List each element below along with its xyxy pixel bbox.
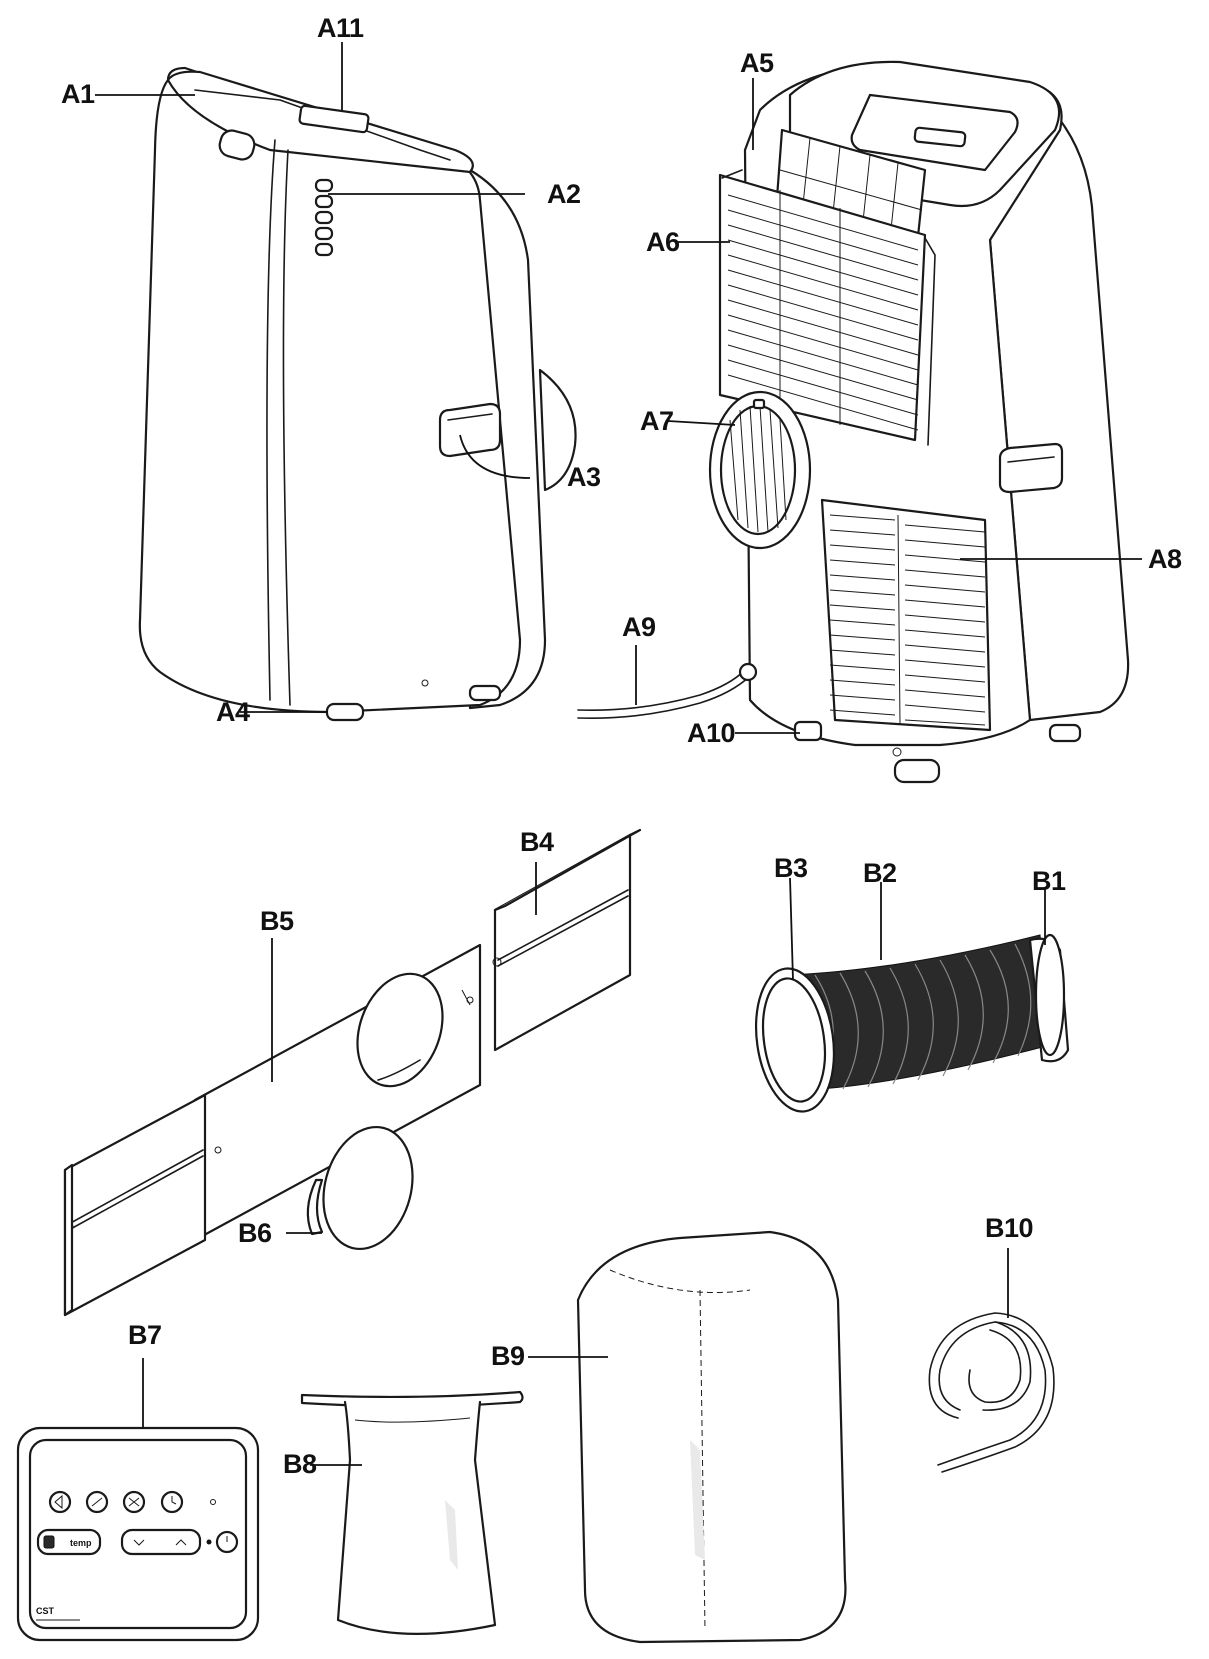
label-b5: B5 [260, 906, 294, 936]
label-b7: B7 [128, 1320, 162, 1350]
label-b6: B6 [238, 1218, 272, 1248]
leader-lines [95, 42, 1142, 1466]
label-b3: B3 [774, 853, 808, 883]
label-b4: B4 [520, 827, 554, 857]
label-a4: A4 [216, 697, 250, 727]
front-unit-illustration [138, 66, 577, 722]
rear-unit-illustration [577, 60, 1130, 784]
panel-brand-text: CST [36, 1606, 55, 1616]
label-a7: A7 [640, 406, 674, 436]
sealing-tape-illustration [928, 1312, 1055, 1473]
exhaust-hose-illustration [754, 933, 1070, 1113]
label-b1: B1 [1032, 866, 1066, 896]
control-panel-illustration: temp CST [16, 1426, 260, 1642]
label-b9: B9 [491, 1341, 525, 1371]
label-b2: B2 [863, 858, 897, 888]
filter-bag-illustration [300, 1390, 524, 1635]
unit-cover-illustration [576, 1230, 847, 1644]
label-b8: B8 [283, 1449, 317, 1479]
label-a3: A3 [567, 462, 601, 492]
panel-mode-text: temp [70, 1538, 92, 1548]
label-a9: A9 [622, 612, 656, 642]
label-a2: A2 [547, 179, 581, 209]
label-b10: B10 [985, 1213, 1034, 1243]
label-a10: A10 [687, 718, 736, 748]
front-control-buttons [314, 178, 334, 257]
label-a8: A8 [1148, 544, 1182, 574]
window-kit-illustration [63, 828, 642, 1317]
label-a5: A5 [740, 48, 774, 78]
label-a11: A11 [317, 13, 364, 43]
label-a1: A1 [61, 79, 95, 109]
label-a6: A6 [646, 227, 680, 257]
